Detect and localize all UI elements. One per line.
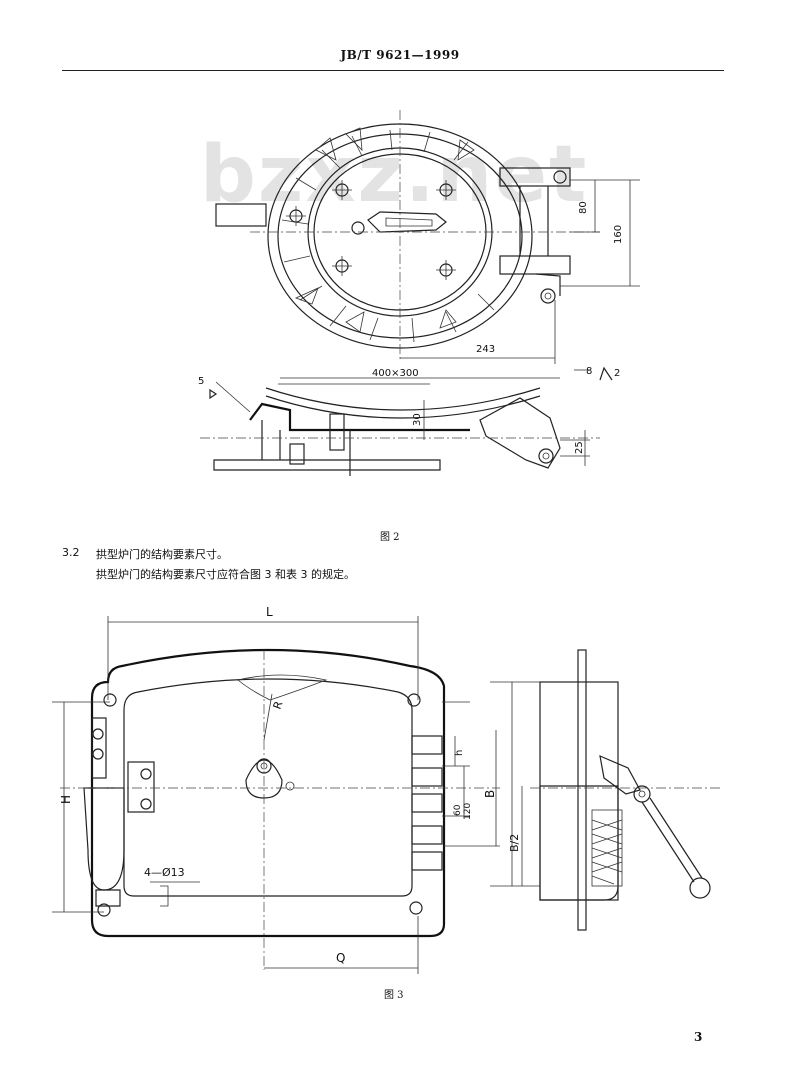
header-rule (62, 70, 724, 71)
dim-30: 30 (412, 413, 423, 426)
watermark: bzxz.net (200, 130, 589, 220)
dim-160: 160 (613, 225, 624, 244)
dim-Q: Q (336, 951, 345, 965)
figure-2-drawing: 80 160 243 400×300 30 25 5 8 2 (198, 110, 640, 476)
dim-60: 60 (453, 804, 463, 816)
dim-R: R (271, 699, 286, 711)
dim-120: 120 (463, 803, 473, 820)
figure-2-caption: 图 2 (380, 532, 400, 543)
figure-3-drawing: L H R 4—Ø13 Q h 60 120 B B/2 (52, 605, 720, 974)
weld-symbol-8: 8 (586, 366, 592, 377)
dim-L: L (266, 605, 273, 619)
dim-243: 243 (476, 344, 495, 355)
bolt-hole-icon (286, 180, 456, 280)
figure-2-section-view (200, 366, 613, 476)
weld-symbol-5: 5 (198, 376, 204, 387)
figure-3-side-view (490, 649, 720, 931)
section-number: 3.2 (62, 546, 80, 559)
figure-2-top-view (215, 110, 640, 364)
weld-symbol-2: 2 (614, 368, 620, 379)
dim-h: h (454, 750, 465, 756)
dim-B-half: B/2 (508, 834, 521, 852)
dim-25: 25 (574, 441, 585, 454)
standard-code: JB/T 9621—1999 (340, 48, 460, 62)
figure-3-front-view (52, 616, 500, 974)
hole-spec: 4—Ø13 (144, 866, 185, 879)
dim-B: B (483, 790, 497, 798)
figure-3-caption: 图 3 (384, 990, 404, 1001)
section-heading: 拱型炉门的结构要素尺寸。 (96, 548, 228, 561)
dim-400x300: 400×300 (372, 368, 419, 379)
dim-80: 80 (578, 201, 589, 214)
dim-H: H (59, 795, 73, 804)
page-number: 3 (694, 1030, 703, 1044)
section-body: 拱型炉门的结构要素尺寸应符合图 3 和表 3 的规定。 (96, 568, 355, 581)
